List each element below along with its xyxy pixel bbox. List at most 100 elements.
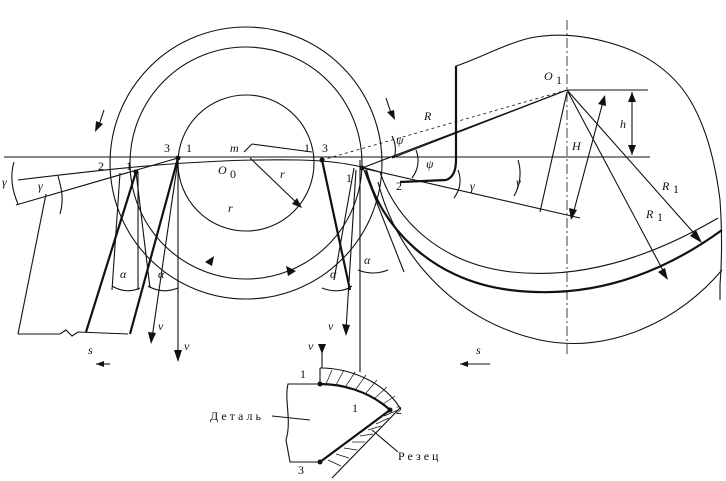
v1-right-arrowhead [342,324,350,336]
label-v1-left: v [158,319,164,333]
gamma1-right-arc [453,169,461,199]
left-tool-back-1 [17,193,47,335]
label-O1-sub: 1 [556,73,562,87]
H-dimension-line [571,97,605,219]
h-arrowhead-bottom [628,145,636,155]
label-v-left: v [184,339,190,353]
cutter-inner-arc [379,171,719,275]
mid-tool-flank-2 [333,167,355,281]
r1-radius-line [249,157,301,207]
m-marker-tick [251,143,313,153]
gamma-right-arc [513,159,521,197]
cutter-middle-arc [364,169,723,294]
s-right-arrowhead [460,361,468,367]
rotation-arrowhead-mid [286,266,296,276]
label-h: h [620,117,626,131]
label-psi1: ψ [396,133,404,147]
label-R1-sub: 1 [673,182,679,196]
v1-left-line [151,159,179,339]
label-gamma-left: γ [2,175,7,189]
label-alpha-right: α [364,253,371,267]
psi2-arc [411,149,419,179]
point-1-left [133,169,139,175]
point-3-mid [319,157,325,163]
gamma-left-arc [11,161,19,205]
section-cutter-hatch-outline [319,367,401,479]
right-rake-line [361,167,581,219]
v-left-arrowhead [174,350,182,362]
rotation-arrowhead-bottom [205,256,214,266]
left-tool-back-2 [84,171,138,333]
cutter-body-left-edge [399,66,458,184]
R1-second-arrowhead [658,268,668,280]
label-alpha1-left: α [120,267,127,281]
right-tool-flank-long [539,91,568,213]
part-leader-line [271,415,311,421]
section-part-outline [285,368,321,463]
left-tool-rake-line [15,157,179,206]
label-point-1-left: 1 [126,159,132,173]
section-point-2 [387,407,393,413]
workpiece-inner-circle [177,94,315,232]
left-tool-base [18,329,129,337]
label-gamma1-right: γ [470,179,475,193]
alpha1-right-arc [321,285,353,292]
rotation-arrowhead-right [387,110,395,120]
label-point-3-left: 3 [164,141,170,155]
point-3-left [175,155,181,161]
label-O0-sub: 0 [230,167,236,181]
H-arrowhead-top [598,95,606,106]
label-alpha1-right: α [330,267,337,281]
m-marker-line [243,143,253,153]
H-arrowhead-bottom [569,208,577,220]
radius-R-dashed [321,89,568,161]
label-part: Деталь [210,409,264,423]
label-point-3-mid: 3 [322,141,328,155]
point-1-mid [359,165,365,171]
s-left-arrowhead [96,361,104,367]
v1-right-line [345,169,357,331]
label-R1: R [661,179,670,193]
label-R2-sub: 1 [657,210,663,224]
mid-tool-flank-1 [320,159,352,291]
R1-radius-line [566,89,701,241]
mid-tool-flank-3 [363,169,405,273]
o1-to-mid-tool [391,89,568,159]
label-point-1-mid: 1 [304,141,310,155]
label-psi2: ψ [426,157,434,171]
label-v-right: v [308,339,314,353]
label-point-2-mid: 2 [396,179,402,193]
label-r1: r [280,167,285,181]
left-tool-flank-1 [111,172,121,291]
alpha-right-arc [357,269,389,274]
section-point-1 [317,381,323,387]
workpiece-middle-circle [129,46,363,280]
label-point-1-mid-b: 1 [346,171,352,185]
section-hatching [325,369,399,467]
h-arrowhead-top [628,92,636,102]
alpha-left-arc [147,285,179,292]
cutter-outer-arc [377,181,723,344]
label-O0: O [218,163,227,177]
label-section-point-2: 2 [396,403,402,417]
v1-left-arrowhead [148,332,156,344]
label-gamma1-left: γ [38,179,43,193]
label-section-point-3: 3 [298,463,304,477]
alpha1-left-arc [111,285,141,292]
label-R: R [423,109,432,123]
label-v1-right: v [328,319,334,333]
label-s-left: s [88,343,93,357]
section-point-3 [317,459,323,465]
label-alpha-left: α [158,267,165,281]
label-point-2-left: 2 [98,159,104,173]
label-gamma-right: γ [516,175,521,189]
label-point-1-left-b: 1 [186,141,192,155]
r1-arrowhead [292,198,302,208]
R1-arrowhead [690,230,702,243]
workpiece-outer-circle [109,26,383,300]
label-r2: r [228,201,233,215]
section-cutter-profile [319,382,392,463]
cutter-body-outline [455,34,723,300]
